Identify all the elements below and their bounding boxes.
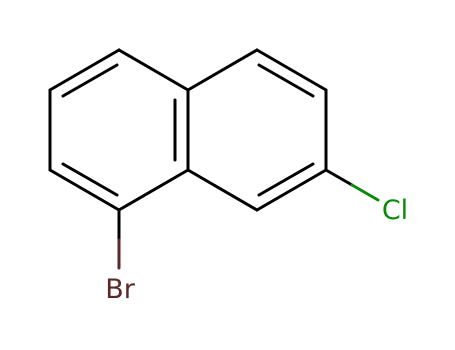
- bond-c5-c6: [255, 48, 328, 92]
- bond-c7-c8-inner: [257, 162, 315, 197]
- bond-c3-c4: [48, 168, 121, 212]
- bond-c7-c8: [255, 168, 328, 212]
- bond-c1-c2: [48, 48, 121, 92]
- atom-label-cl: Cl: [382, 195, 408, 226]
- bond-c7-cl-chlorine-half: [350, 183, 380, 202]
- bond-c8a-c1: [117, 48, 190, 92]
- atom-label-br: Br: [105, 274, 136, 305]
- bond-c8a-c5: [186, 48, 259, 92]
- bond-c8-c4a: [186, 168, 259, 212]
- bond-c5-c6-inner: [257, 63, 315, 98]
- bond-c7-cl-carbon-half: [324, 168, 354, 187]
- bond-c4-c4a: [117, 168, 190, 212]
- bond-c3-c4-inner: [61, 162, 119, 197]
- bond-c1-c2-inner: [61, 63, 119, 98]
